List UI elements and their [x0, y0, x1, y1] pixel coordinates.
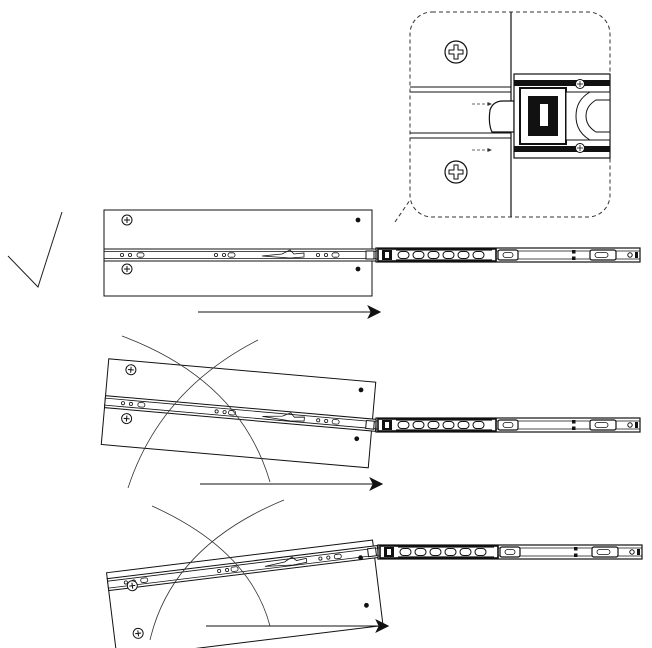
mounting-slot [498, 250, 518, 260]
check-icon [8, 212, 62, 287]
screw-icon [445, 161, 467, 183]
slide-mechanism-closeup [514, 74, 610, 158]
ball-bearing-cage [378, 249, 496, 261]
screw-icon [122, 264, 132, 274]
mounting-slot [590, 250, 616, 260]
cabinet-member-rail [376, 248, 640, 262]
screw-dot [356, 218, 361, 223]
cabinet-member-rail [376, 418, 640, 432]
panel-correct [104, 210, 640, 296]
screw-icon [445, 41, 467, 63]
drawer-side [107, 540, 387, 648]
cabinet-member-rail [378, 545, 642, 559]
mounting-slot [498, 420, 518, 430]
inner-member-rail [104, 249, 376, 261]
screw-icon [121, 413, 132, 424]
drawer-side [104, 210, 376, 296]
mounting-slot [590, 420, 616, 430]
screw-icon [122, 215, 132, 225]
screw-dot [356, 267, 361, 272]
mounting-slot [592, 547, 618, 557]
panel-incorrect-tilt-up [107, 540, 642, 648]
ball-bearing-cage [380, 546, 498, 558]
detail-callout [395, 12, 610, 222]
mounting-slot [500, 547, 520, 557]
screw-icon [125, 364, 136, 375]
callout-leader-line [395, 200, 410, 222]
panel-incorrect-tilt-down [101, 359, 640, 468]
release-lever [489, 101, 514, 132]
ball-bearing-cage [378, 419, 496, 431]
